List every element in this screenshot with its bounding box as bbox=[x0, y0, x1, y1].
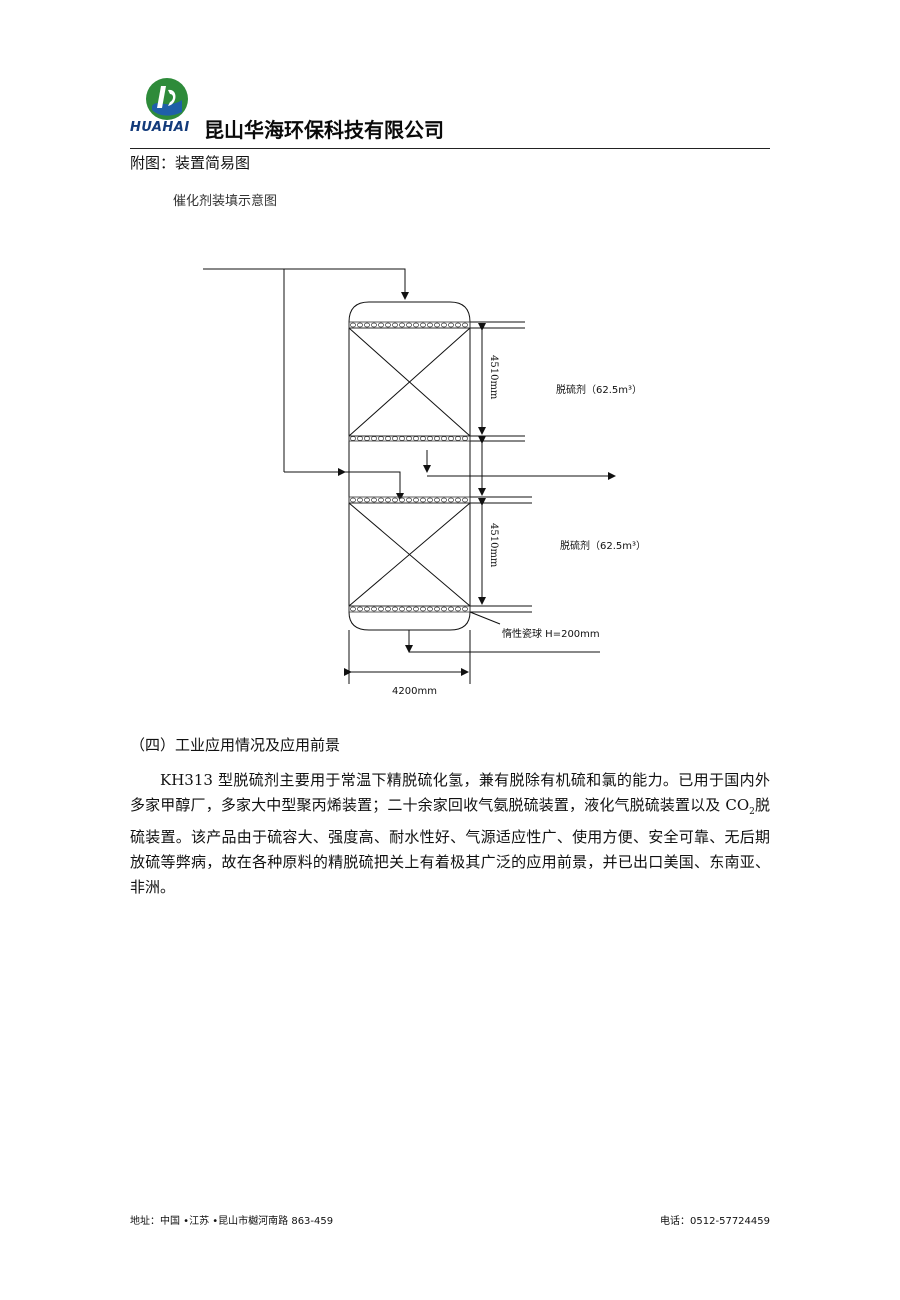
ceramic-ball bbox=[385, 436, 391, 441]
company-logo-icon bbox=[146, 78, 188, 120]
ceramic-ball bbox=[448, 436, 454, 441]
ceramic-ball bbox=[455, 606, 461, 612]
ceramic-ball bbox=[420, 436, 426, 441]
ceramic-ball bbox=[371, 497, 377, 503]
ceramic-ball bbox=[462, 436, 468, 441]
ceramic-ball bbox=[406, 322, 412, 328]
ceramic-ball bbox=[413, 436, 419, 441]
ceramic-ball-label: 惰性瓷球 H=200mm bbox=[502, 627, 600, 640]
ceramic-ball bbox=[378, 322, 384, 328]
ceramic-ball bbox=[420, 497, 426, 503]
ceramic-ball bbox=[385, 322, 391, 328]
header-divider bbox=[130, 148, 770, 149]
ceramic-ball bbox=[434, 606, 440, 612]
ceramic-ball bbox=[413, 497, 419, 503]
ceramic-ball bbox=[357, 497, 363, 503]
catalyst-loading-diagram: 4510mm 4510mm 脱硫剂（62.5m³） 脱硫剂（62.5m³） 惰性… bbox=[203, 268, 646, 697]
paragraph-text: KH313 型脱硫剂主要用于常温下精脱硫化氢，兼有脱除有机硫和氯的能力。已用于国… bbox=[130, 771, 770, 814]
ceramic-ball bbox=[371, 322, 377, 328]
ceramic-ball bbox=[364, 606, 370, 612]
ceramic-ball bbox=[455, 436, 461, 441]
ceramic-ball bbox=[441, 322, 447, 328]
ceramic-ball bbox=[399, 606, 405, 612]
ceramic-ball bbox=[357, 436, 363, 441]
ceramic-ball bbox=[392, 497, 398, 503]
ceramic-ball bbox=[427, 436, 433, 441]
ceramic-ball bbox=[385, 606, 391, 612]
reactor-vessel bbox=[348, 301, 471, 631]
ceramic-balls bbox=[350, 322, 468, 612]
footer-phone: 电话：0512-57724459 bbox=[660, 1216, 770, 1227]
company-name: 昆山华海环保科技有限公司 bbox=[204, 118, 444, 142]
ceramic-ball bbox=[441, 436, 447, 441]
section-heading: （四）工业应用情况及应用前景 bbox=[130, 736, 341, 754]
ceramic-ball bbox=[434, 497, 440, 503]
ceramic-ball bbox=[434, 436, 440, 441]
application-paragraph: KH313 型脱硫剂主要用于常温下精脱硫化氢，兼有脱除有机硫和氯的能力。已用于国… bbox=[130, 768, 770, 900]
ceramic-ball bbox=[350, 322, 356, 328]
upper-height-label: 4510mm bbox=[488, 355, 499, 400]
ceramic-ball bbox=[420, 322, 426, 328]
ceramic-ball bbox=[462, 322, 468, 328]
ceramic-ball bbox=[399, 436, 405, 441]
ceramic-ball bbox=[378, 606, 384, 612]
ceramic-ball bbox=[364, 322, 370, 328]
diagram-title: 催化剂装填示意图 bbox=[173, 194, 278, 209]
ceramic-ball bbox=[364, 436, 370, 441]
footer-address: 地址：中国 •江苏 •昆山市樾河南路 863-459 bbox=[130, 1216, 334, 1227]
ceramic-ball bbox=[392, 322, 398, 328]
ceramic-ball bbox=[462, 497, 468, 503]
ceramic-ball bbox=[399, 322, 405, 328]
ceramic-ball bbox=[441, 497, 447, 503]
ceramic-ball bbox=[364, 497, 370, 503]
ceramic-ball bbox=[406, 497, 412, 503]
ceramic-ball bbox=[448, 322, 454, 328]
ceramic-ball bbox=[371, 436, 377, 441]
ceramic-ball bbox=[378, 497, 384, 503]
upper-bed-label: 脱硫剂（62.5m³） bbox=[556, 383, 642, 396]
width-label: 4200mm bbox=[392, 686, 437, 697]
ceramic-ball bbox=[378, 436, 384, 441]
ceramic-ball bbox=[455, 497, 461, 503]
ceramic-ball bbox=[420, 606, 426, 612]
ceramic-ball bbox=[455, 322, 461, 328]
ceramic-ball bbox=[392, 436, 398, 441]
ceramic-ball bbox=[448, 497, 454, 503]
inlet-line bbox=[203, 268, 409, 300]
ceramic-ball bbox=[427, 606, 433, 612]
ceramic-ball bbox=[357, 322, 363, 328]
letterhead: HUAHAI 昆山华海环保科技有限公司 bbox=[130, 76, 770, 150]
appendix-title: 附图：装置简易图 bbox=[130, 154, 251, 172]
paragraph-text-cont: 脱硫装置。该产品由于硫容大、强度高、耐水性好、气源适应性广、使用方便、安全可靠、… bbox=[130, 796, 770, 896]
ceramic-ball bbox=[427, 322, 433, 328]
ceramic-ball bbox=[371, 606, 377, 612]
ceramic-ball bbox=[413, 606, 419, 612]
logo-wordmark: HUAHAI bbox=[130, 120, 190, 135]
co2-subscript: 2 bbox=[749, 807, 755, 817]
ceramic-ball bbox=[350, 497, 356, 503]
ceramic-ball bbox=[350, 606, 356, 612]
ceramic-ball bbox=[448, 606, 454, 612]
ceramic-ball bbox=[357, 606, 363, 612]
ceramic-ball bbox=[434, 322, 440, 328]
ceramic-ball bbox=[406, 436, 412, 441]
lower-height-label: 4510mm bbox=[488, 523, 499, 568]
ceramic-ball bbox=[385, 497, 391, 503]
ceramic-ball bbox=[462, 606, 468, 612]
ceramic-ball bbox=[427, 497, 433, 503]
ceramic-ball bbox=[392, 606, 398, 612]
ceramic-ball bbox=[413, 322, 419, 328]
ceramic-ball bbox=[399, 497, 405, 503]
ceramic-ball bbox=[406, 606, 412, 612]
mid-inlet-line bbox=[345, 471, 404, 501]
ceramic-ball bbox=[350, 436, 356, 441]
ceramic-ball bbox=[441, 606, 447, 612]
lower-bed-label: 脱硫剂（62.5m³） bbox=[560, 539, 646, 552]
